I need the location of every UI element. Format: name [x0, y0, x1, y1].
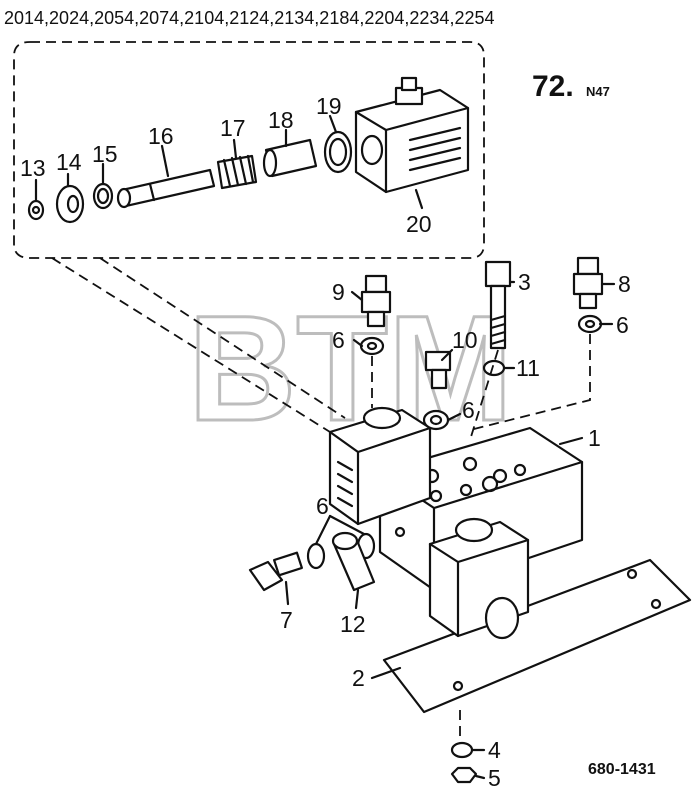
part-4-washer [450, 741, 474, 759]
part-14-washer [55, 184, 85, 224]
part-6-washer [422, 409, 450, 431]
solenoid-right [428, 517, 530, 640]
callout-leaders [34, 114, 616, 780]
callout-6: 6 [462, 397, 475, 423]
detail-inset-frame [13, 41, 485, 259]
callout-7: 7 [280, 607, 293, 633]
part-5-nut [450, 766, 478, 784]
part-13-nut [27, 199, 45, 221]
part-7-banjo-bolt [248, 551, 303, 592]
callout-15: 15 [92, 141, 118, 167]
callout-labels: 13 14 15 16 17 18 19 20 1 2 3 4 5 6 6 6 … [20, 93, 631, 791]
callout-8: 8 [618, 271, 631, 297]
callout-18: 18 [268, 107, 294, 133]
part-2-gasket-plate [382, 558, 692, 714]
part-6-washer [577, 314, 603, 334]
part-3-bolt [484, 260, 512, 350]
part-8-fitting [572, 256, 604, 310]
inset-leader-line [99, 257, 346, 419]
callout-4: 4 [488, 737, 501, 763]
callout-3: 3 [518, 269, 531, 295]
callout-13: 13 [20, 155, 46, 181]
solenoid-left [328, 406, 432, 526]
inset-leader-line [51, 257, 331, 433]
page-suffix: N47 [586, 84, 610, 99]
callout-17: 17 [220, 115, 246, 141]
part-17-spring [216, 154, 258, 190]
callout-6: 6 [316, 493, 329, 519]
page-number: 72. [532, 70, 574, 103]
callout-1: 1 [588, 425, 601, 451]
part-18-armature [262, 138, 318, 178]
callout-10: 10 [452, 327, 478, 353]
assembly-line [469, 334, 591, 431]
callout-2: 2 [352, 665, 365, 691]
part-19-seal-ring [323, 130, 353, 174]
callout-5: 5 [488, 765, 501, 791]
part-9-fitting [360, 274, 392, 328]
model-list-header: 2014,2024,2054,2074,2104,2124,2134,2184,… [4, 8, 494, 28]
part-20-solenoid-coil [354, 76, 470, 194]
callout-6: 6 [332, 327, 345, 353]
part-6-washer [359, 336, 385, 356]
part-12-connector [331, 531, 376, 592]
part-15-o-ring [92, 182, 114, 210]
callout-11: 11 [516, 355, 540, 381]
drawing-number: 680-1431 [588, 761, 656, 778]
callout-14: 14 [56, 149, 82, 175]
callout-6: 6 [616, 312, 629, 338]
callout-20: 20 [406, 211, 432, 237]
part-11-washer [482, 359, 506, 377]
callout-19: 19 [316, 93, 342, 119]
callout-12: 12 [340, 611, 366, 637]
part-16-plunger [116, 168, 216, 209]
callout-16: 16 [148, 123, 174, 149]
callout-9: 9 [332, 279, 345, 305]
